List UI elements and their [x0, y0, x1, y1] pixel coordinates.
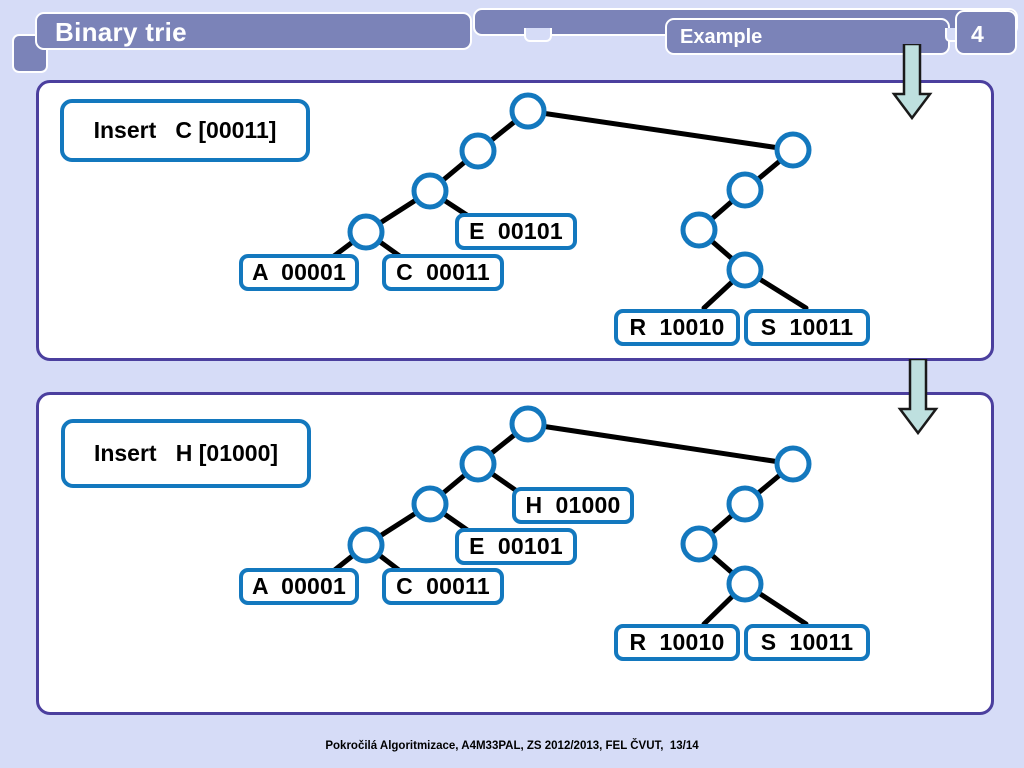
subtitle-text: Example [680, 26, 763, 48]
leaf-node-a-1: A 00001 [239, 254, 359, 291]
page-number: 4 [971, 21, 984, 47]
title-bar [35, 12, 472, 50]
leaf-node-c-1: C 00011 [382, 254, 504, 291]
leaf-node-r-2: R 10010 [614, 624, 740, 661]
slide-footer: Pokročilá Algoritmizace, A4M33PAL, ZS 20… [325, 740, 699, 752]
leaf-node-s-2: S 10011 [744, 624, 870, 661]
leaf-node-e-2: E 00101 [455, 528, 577, 565]
insert-operation-box-2: Insert H [01000] [61, 419, 311, 488]
leaf-node-c-label-1: C 00011 [396, 259, 490, 285]
leaf-node-e-label-2: E 00101 [469, 533, 563, 559]
leaf-node-a-label-1: A 00001 [251, 259, 347, 285]
leaf-node-h-2: H 01000 [512, 487, 634, 524]
leaf-node-h-label-2: H 01000 [525, 492, 621, 518]
subtitle-bar [665, 18, 950, 55]
insert-operation-label-1: Insert C [00011] [93, 117, 277, 143]
leaf-node-e-label-1: E 00101 [469, 218, 563, 244]
leaf-node-r-1: R 10010 [614, 309, 740, 346]
insert-operation-label-2: Insert H [01000] [93, 440, 279, 466]
arrow-into-panel-1 [891, 44, 933, 120]
arrow-panel-1-to-panel-2 [897, 359, 939, 435]
page-title: Binary trie [55, 17, 187, 47]
insert-operation-box-1: Insert C [00011] [60, 99, 310, 162]
leaf-node-r-label-1: R 10010 [629, 314, 725, 340]
leaf-node-c-2: C 00011 [382, 568, 504, 605]
leaf-node-s-1: S 10011 [744, 309, 870, 346]
header-notch [524, 28, 552, 42]
leaf-node-s-label-2: S 10011 [760, 629, 854, 655]
leaf-node-c-label-2: C 00011 [396, 573, 490, 599]
leaf-node-a-label-2: A 00001 [251, 573, 347, 599]
slide-header: Binary trie Example 4 [0, 0, 1024, 73]
leaf-node-s-label-1: S 10011 [760, 314, 854, 340]
page-number-bar [955, 10, 1017, 55]
leaf-node-r-label-2: R 10010 [629, 629, 725, 655]
leaf-node-a-2: A 00001 [239, 568, 359, 605]
leaf-node-e-1: E 00101 [455, 213, 577, 250]
